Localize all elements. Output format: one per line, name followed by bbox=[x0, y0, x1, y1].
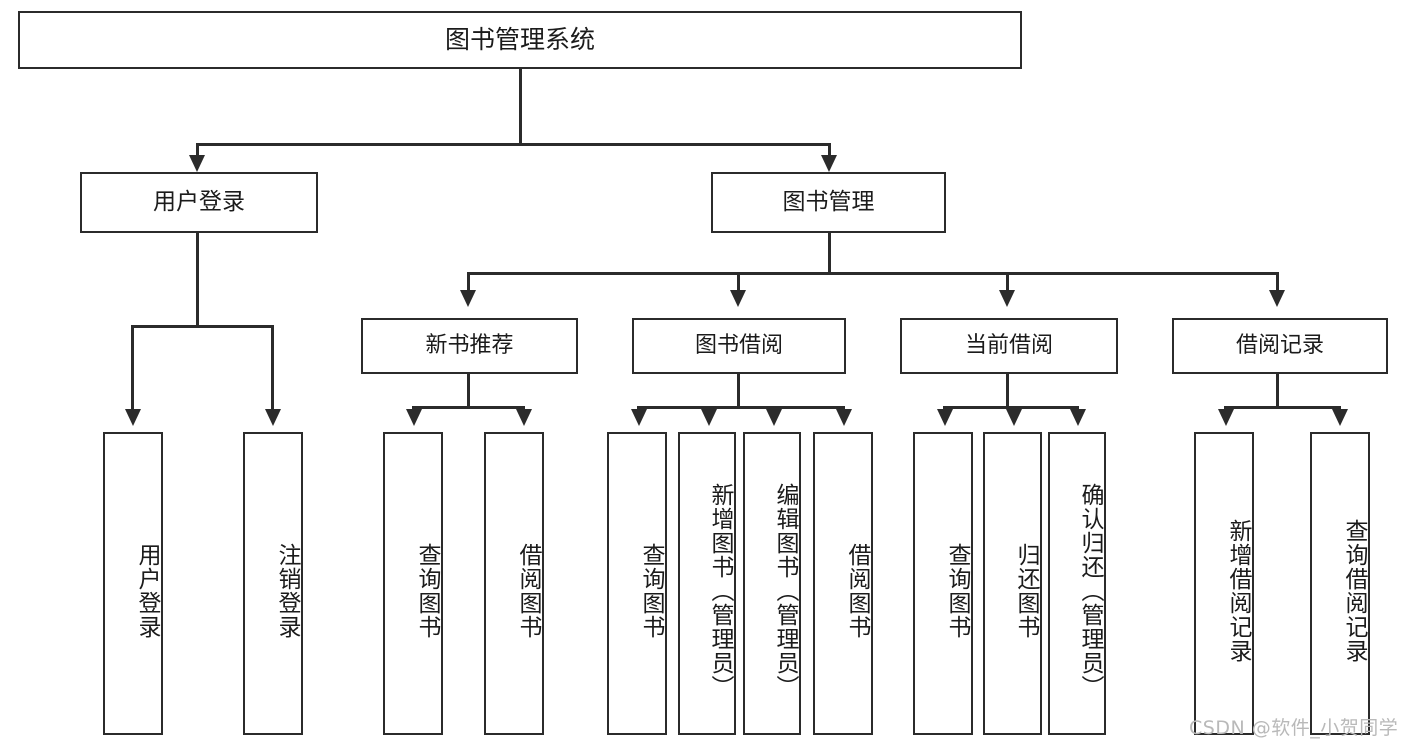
arrow-down-icon bbox=[999, 290, 1015, 307]
node-leaf-add-record[interactable]: 新增借阅记录 bbox=[1194, 432, 1254, 735]
node-label: 图书借阅 bbox=[694, 332, 783, 358]
node-label: 用户登录 bbox=[153, 189, 245, 216]
node-leaf-add-book[interactable]: 新增图书（管理员） bbox=[678, 432, 736, 735]
arrow-down-icon bbox=[1070, 409, 1086, 426]
connector-user-login-left bbox=[131, 325, 134, 415]
node-borrow-record[interactable]: 借阅记录 bbox=[1172, 318, 1388, 374]
node-label: 查询图书 bbox=[944, 542, 970, 639]
connector-bm-to-record bbox=[1276, 272, 1279, 296]
node-label: 借阅图书 bbox=[515, 542, 541, 639]
arrow-down-icon bbox=[1006, 409, 1022, 426]
connector-borrow-stem bbox=[737, 374, 740, 408]
connector-book-manage-bar bbox=[467, 272, 1279, 275]
arrow-down-icon bbox=[631, 409, 647, 426]
node-label: 查询借阅记录 bbox=[1341, 518, 1367, 663]
arrow-down-icon bbox=[1332, 409, 1348, 426]
arrow-down-icon bbox=[821, 155, 837, 172]
connector-recommend-bar bbox=[412, 406, 525, 409]
arrow-down-icon bbox=[937, 409, 953, 426]
node-leaf-edit-book[interactable]: 编辑图书（管理员） bbox=[743, 432, 801, 735]
connector-bm-to-borrow bbox=[737, 272, 740, 296]
connector-bm-to-current bbox=[1006, 272, 1009, 296]
connector-user-login-bar bbox=[131, 325, 274, 328]
arrow-down-icon bbox=[1218, 409, 1234, 426]
arrow-down-icon bbox=[701, 409, 717, 426]
connector-root-bar bbox=[196, 143, 830, 146]
node-label: 新增借阅记录 bbox=[1225, 518, 1251, 663]
node-root-system[interactable]: 图书管理系统 bbox=[18, 11, 1022, 69]
connector-book-manage-stem bbox=[828, 233, 831, 275]
node-leaf-confirm-return[interactable]: 确认归还（管理员） bbox=[1048, 432, 1106, 735]
connector-record-stem bbox=[1276, 374, 1279, 408]
node-label: 图书管理系统 bbox=[444, 24, 595, 54]
node-leaf-return-book[interactable]: 归还图书 bbox=[983, 432, 1042, 735]
node-new-book-recommend[interactable]: 新书推荐 bbox=[361, 318, 578, 374]
node-user-login[interactable]: 用户登录 bbox=[80, 172, 318, 233]
node-label: 新书推荐 bbox=[425, 332, 514, 358]
connector-record-bar bbox=[1224, 406, 1341, 409]
node-leaf-query-book-1[interactable]: 查询图书 bbox=[383, 432, 443, 735]
connector-recommend-stem bbox=[467, 374, 470, 408]
node-leaf-borrow-book-1[interactable]: 借阅图书 bbox=[484, 432, 544, 735]
node-leaf-query-book-2[interactable]: 查询图书 bbox=[607, 432, 667, 735]
node-current-borrow[interactable]: 当前借阅 bbox=[900, 318, 1118, 374]
node-leaf-query-record[interactable]: 查询借阅记录 bbox=[1310, 432, 1370, 735]
connector-bm-to-recommend bbox=[467, 272, 470, 296]
arrow-down-icon bbox=[766, 409, 782, 426]
node-label: 借阅记录 bbox=[1235, 332, 1324, 358]
arrow-down-icon bbox=[516, 409, 532, 426]
connector-current-bar bbox=[943, 406, 1079, 409]
arrow-down-icon bbox=[836, 409, 852, 426]
node-leaf-user-logout[interactable]: 注销登录 bbox=[243, 432, 303, 735]
arrow-down-icon bbox=[730, 290, 746, 307]
node-book-borrow[interactable]: 图书借阅 bbox=[632, 318, 846, 374]
arrow-down-icon bbox=[406, 409, 422, 426]
arrow-down-icon bbox=[1269, 290, 1285, 307]
node-leaf-query-book-3[interactable]: 查询图书 bbox=[913, 432, 973, 735]
node-label: 归还图书 bbox=[1013, 542, 1039, 639]
node-label: 借阅图书 bbox=[844, 542, 870, 639]
node-label: 查询图书 bbox=[638, 542, 664, 639]
node-leaf-borrow-book-2[interactable]: 借阅图书 bbox=[813, 432, 873, 735]
arrow-down-icon bbox=[189, 155, 205, 172]
arrow-down-icon bbox=[265, 409, 281, 426]
node-label: 确认归还（管理员） bbox=[1077, 482, 1103, 699]
connector-user-login-right bbox=[271, 325, 274, 415]
connector-user-login-stem bbox=[196, 233, 199, 328]
connector-current-stem bbox=[1006, 374, 1009, 408]
node-label: 编辑图书（管理员） bbox=[772, 482, 798, 699]
node-book-manage[interactable]: 图书管理 bbox=[711, 172, 946, 233]
connector-borrow-bar bbox=[637, 406, 845, 409]
arrow-down-icon bbox=[460, 290, 476, 307]
node-label: 用户登录 bbox=[134, 542, 160, 639]
arrow-down-icon bbox=[125, 409, 141, 426]
connector-root-to-user-login bbox=[196, 143, 199, 161]
connector-root-stem bbox=[519, 69, 522, 144]
node-label: 注销登录 bbox=[274, 542, 300, 639]
node-label: 图书管理 bbox=[782, 189, 875, 216]
node-label: 查询图书 bbox=[414, 542, 440, 639]
node-leaf-user-login[interactable]: 用户登录 bbox=[103, 432, 163, 735]
node-label: 当前借阅 bbox=[964, 332, 1053, 358]
connector-root-to-book-manage bbox=[828, 143, 831, 161]
node-label: 新增图书（管理员） bbox=[707, 482, 733, 699]
